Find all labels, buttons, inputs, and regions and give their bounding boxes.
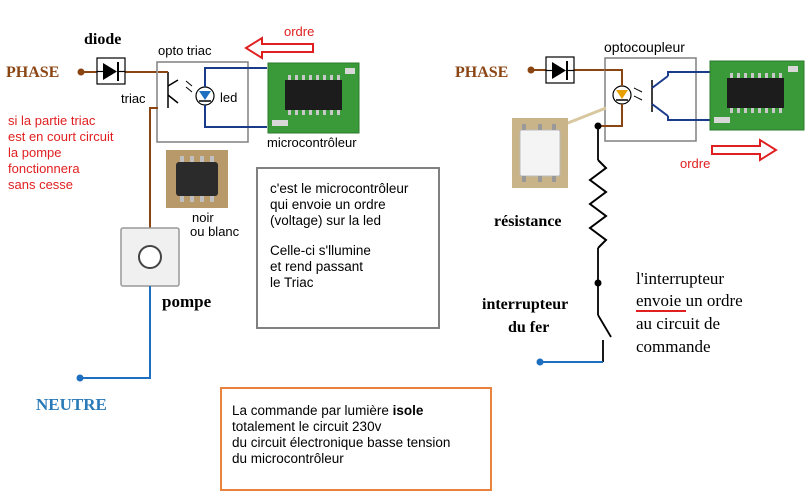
- right-microcontroller-chip-icon: [709, 60, 805, 131]
- resistor-top-node: [594, 122, 602, 130]
- right-phase-label: PHASE: [455, 64, 508, 81]
- chip-color-label-1: noir: [192, 210, 214, 225]
- opto-triac-label: opto triac: [158, 43, 212, 58]
- right-circuit: PHASE optocoupleur ordre résistance inte…: [455, 39, 805, 366]
- left-ordre-label: ordre: [284, 24, 314, 39]
- left-ordre-arrow-icon: [244, 36, 314, 60]
- led-wire-top: [204, 67, 267, 87]
- left-microcontroller-label: microcontrôleur: [267, 135, 357, 150]
- explanation-line: c'est le microcontrôleur: [270, 181, 409, 196]
- isolation-bold-word: isole: [392, 403, 424, 418]
- switch-note-line: commande: [636, 337, 711, 356]
- chip-color-label-2: ou blanc: [190, 224, 240, 239]
- short-circuit-line: fonctionnera: [8, 161, 80, 176]
- left-diode: [96, 57, 126, 85]
- opto-output-wire-top: [667, 71, 712, 76]
- short-circuit-note: si la partie triac est en court circuit …: [8, 113, 114, 192]
- neutral-wire: [80, 286, 151, 379]
- triac-label: triac: [121, 91, 146, 106]
- left-phase-label: PHASE: [6, 64, 59, 81]
- isolation-line-1: La commande par lumière isole: [232, 403, 480, 419]
- resistance-label: résistance: [494, 213, 562, 230]
- isolation-line: du circuit électronique basse tension: [232, 435, 451, 450]
- explanation-line: Celle-ci s'llumine: [270, 243, 371, 258]
- isolation-line: totalement le circuit 230v: [232, 419, 382, 434]
- right-led-input-wire: [605, 69, 623, 86]
- right-diode: [545, 56, 575, 84]
- led-label: led: [220, 90, 237, 105]
- switch-note-line: au circuit de: [636, 314, 720, 333]
- switch-note-line: envoie un ordre: [636, 291, 743, 310]
- phototransistor-symbol: [651, 75, 669, 117]
- opto-chip-photo-icon: [166, 150, 228, 208]
- short-circuit-line: est en court circuit: [8, 129, 114, 144]
- explanation-line: le Triac: [270, 275, 314, 290]
- right-ordre-arrow-icon: [711, 138, 778, 162]
- led-wire-bottom: [204, 105, 267, 128]
- diode-label: diode: [84, 31, 121, 48]
- optocoupler-chip-photo-icon: [512, 118, 568, 188]
- triac-to-pump-wire: [149, 107, 158, 228]
- isolation-line: du microcontrôleur: [232, 451, 344, 466]
- right-ordre-label: ordre: [680, 156, 710, 171]
- explanation-line: qui envoie un ordre: [270, 197, 386, 212]
- optocoupler-label: optocoupleur: [604, 39, 685, 55]
- short-circuit-line: sans cesse: [8, 177, 73, 192]
- left-phase-terminal: [77, 68, 85, 76]
- triac-symbol: [158, 71, 179, 108]
- explanation-line: et rend passant: [270, 259, 364, 274]
- neutral-terminal: [76, 374, 84, 382]
- right-phase-terminal: [527, 66, 535, 74]
- short-circuit-line: la pompe: [8, 145, 61, 160]
- isolation-line-1-text: La commande par lumière: [232, 403, 393, 418]
- right-led-output-wire: [598, 104, 623, 127]
- isolation-box: La commande par lumière isole totalement…: [220, 387, 492, 491]
- pump-icon: [120, 227, 180, 287]
- resistor-icon: [588, 159, 608, 249]
- left-circuit: PHASE diode opto triac ordre triac led m…: [6, 24, 360, 414]
- pump-label: pompe: [162, 292, 212, 311]
- switch-note: l'interrupteur envoie un ordre au circui…: [636, 269, 743, 356]
- switch-label-line-2: du fer: [508, 319, 549, 336]
- right-neutral-terminal: [536, 358, 544, 366]
- explanation-line: (voltage) sur la led: [270, 213, 382, 228]
- left-microcontroller-chip-icon: [267, 62, 360, 134]
- neutral-label: NEUTRE: [36, 395, 107, 414]
- opto-output-wire-bottom: [667, 116, 712, 121]
- switch-note-line: l'interrupteur: [636, 269, 724, 288]
- switch-blade-icon: [597, 314, 612, 338]
- explanation-box: c'est le microcontrôleur qui envoie un o…: [256, 167, 440, 329]
- switch-label-line-1: interrupteur: [482, 296, 568, 313]
- short-circuit-line: si la partie triac: [8, 113, 96, 128]
